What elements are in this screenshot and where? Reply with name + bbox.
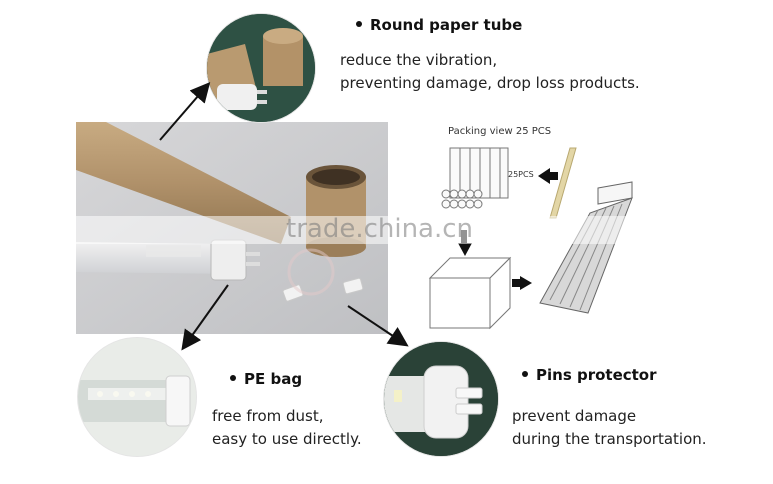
paper-tube-image — [207, 14, 315, 122]
bullet-icon — [522, 370, 528, 377]
pe-bag-title: PE bag — [244, 370, 303, 388]
bullet-icon — [356, 20, 362, 27]
watermark-band — [0, 216, 773, 244]
pins-heading: Pins protector — [522, 366, 657, 384]
paper-tube-line-2: preventing damage, drop loss products. — [340, 74, 640, 92]
pins-line-2: during the transportation. — [512, 430, 707, 448]
pins-protector-circle — [384, 342, 498, 456]
pe-bag-image — [78, 338, 196, 456]
packing-title: Packing view 25 PCS — [448, 126, 552, 137]
paper-tube-title: Round paper tube — [370, 16, 523, 34]
packing-count: 25PCS — [508, 170, 534, 179]
pe-bag-desc: free from dust, easy to use directly. — [212, 405, 362, 451]
pins-line-1: prevent damage — [512, 407, 637, 425]
pe-bag-heading: PE bag — [230, 370, 302, 388]
watermark-text: trade.china.cn — [286, 214, 474, 244]
pins-desc: prevent damage during the transportation… — [512, 405, 707, 451]
pe-bag-line-2: easy to use directly. — [212, 430, 362, 448]
pe-bag-line-1: free from dust, — [212, 407, 324, 425]
paper-tube-desc: reduce the vibration, preventing damage,… — [340, 49, 640, 95]
arrow-icon — [458, 243, 472, 256]
paper-tube-circle — [207, 14, 315, 122]
arrow-icon — [520, 276, 532, 290]
paper-tube-line-1: reduce the vibration, — [340, 51, 498, 69]
pe-bag-circle — [78, 338, 196, 456]
arrow-icon — [538, 168, 550, 184]
pins-protector-image — [384, 342, 498, 456]
paper-tube-heading: Round paper tube — [356, 16, 522, 34]
bullet-icon — [230, 374, 236, 381]
pins-title: Pins protector — [536, 366, 657, 384]
